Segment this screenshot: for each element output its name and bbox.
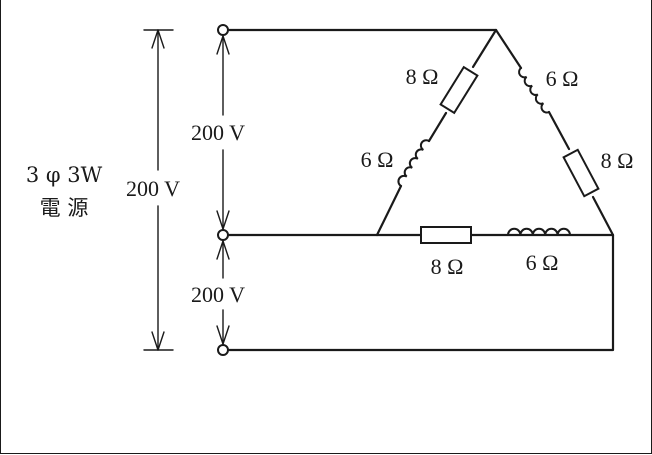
left-inductor — [397, 139, 430, 187]
terminal-line-3 — [217, 344, 229, 356]
right-branch-wire-a — [494, 28, 523, 70]
source-name-label: 電 源 — [40, 196, 89, 220]
voltage-arrow-line-1-3 — [143, 29, 174, 351]
bottom-inductor — [507, 227, 571, 236]
bottom-resistor — [420, 226, 472, 244]
right-resistor-label: 8 Ω — [601, 148, 634, 173]
left-resistor — [439, 65, 479, 115]
bottom-inductor-label: 6 Ω — [526, 250, 559, 275]
right-branch-wire-b — [547, 110, 571, 151]
right-branch-wire-c — [591, 195, 615, 237]
voltage-arrow-line-1-2 — [216, 35, 230, 230]
left-resistor-label: 8 Ω — [406, 64, 439, 89]
right-inductor — [518, 67, 550, 114]
voltage-label-line-2-3: 200 V — [191, 282, 245, 307]
left-inductor-label: 6 Ω — [361, 147, 394, 172]
left-branch-wire-a — [471, 28, 498, 69]
terminal-line-2 — [217, 229, 229, 241]
right-inductor-label: 6 Ω — [546, 66, 579, 91]
bottom-resistor-label: 8 Ω — [431, 254, 464, 279]
source-phase-label: 3 φ 3W — [26, 163, 103, 187]
right-resistor — [562, 148, 600, 198]
voltage-label-line-1-3: 200 V — [126, 176, 180, 201]
left-branch-wire-b — [427, 111, 448, 143]
left-branch-wire-c — [375, 184, 403, 237]
line-3-wire — [226, 233, 615, 352]
voltage-label-line-1-2: 200 V — [191, 120, 245, 145]
terminal-line-1 — [217, 24, 229, 36]
voltage-arrow-line-2-3 — [216, 240, 230, 345]
